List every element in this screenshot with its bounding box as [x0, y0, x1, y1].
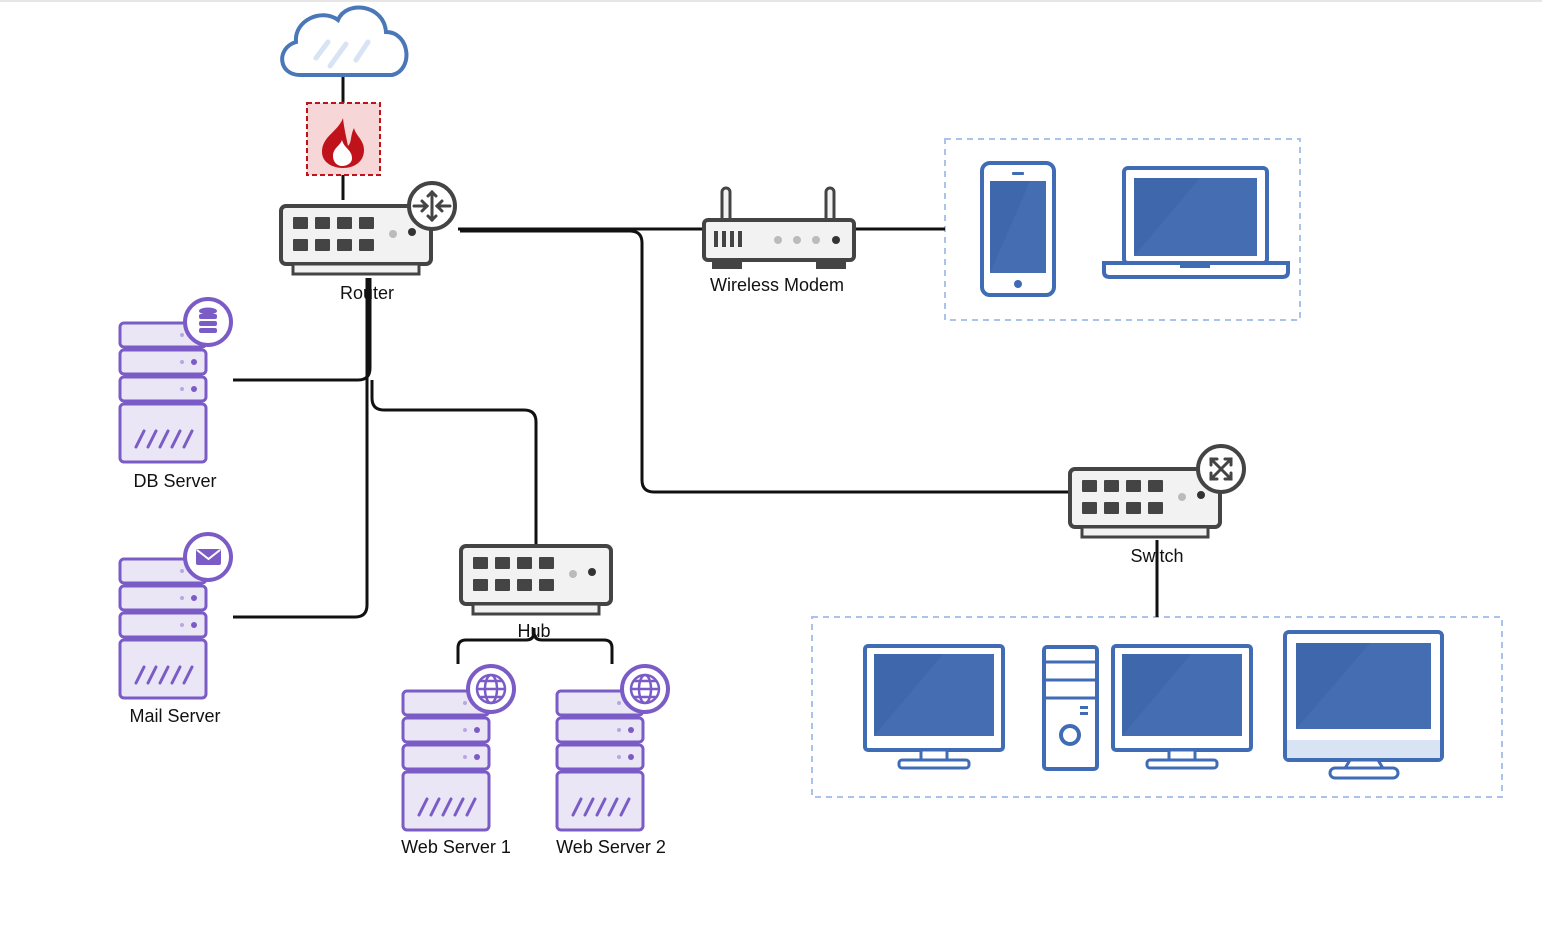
desktop-tower-icon [1042, 645, 1099, 771]
top-border [0, 0, 1542, 2]
web-server-1-label: Web Server 1 [401, 837, 511, 857]
switch-label: Switch [1130, 546, 1183, 566]
laptop-icon [1102, 166, 1290, 279]
link-router-switch [460, 229, 1070, 494]
db-server-icon [118, 297, 233, 464]
hub-icon [459, 544, 613, 616]
envelope-icon [196, 549, 221, 565]
globe-icon [475, 673, 507, 705]
globe-icon [629, 673, 661, 705]
cloud-icon [280, 5, 409, 77]
wireless-modem-label: Wireless Modem [710, 275, 844, 295]
db-server-label: DB Server [133, 471, 216, 491]
web-server-1-icon [401, 664, 516, 832]
monitor-icon [1111, 644, 1253, 770]
switch-icon [1068, 444, 1246, 539]
mail-server-icon [118, 532, 233, 700]
router-label: Router [340, 283, 394, 303]
wireless-modem-icon [702, 186, 856, 269]
hub-label: Hub [517, 621, 550, 641]
firewall-icon [306, 102, 381, 176]
mail-server-label: Mail Server [129, 706, 220, 726]
link-hub-webservers [456, 628, 614, 664]
link-router-hub [370, 380, 538, 545]
all-in-one-computer-icon [1283, 630, 1444, 780]
database-icon [199, 307, 217, 333]
web-server-2-label: Web Server 2 [556, 837, 666, 857]
web-server-2-icon [555, 664, 670, 832]
router-icon [279, 181, 457, 276]
smartphone-icon [980, 161, 1056, 297]
monitor-icon [863, 644, 1005, 770]
link-router-mail [233, 278, 369, 619]
